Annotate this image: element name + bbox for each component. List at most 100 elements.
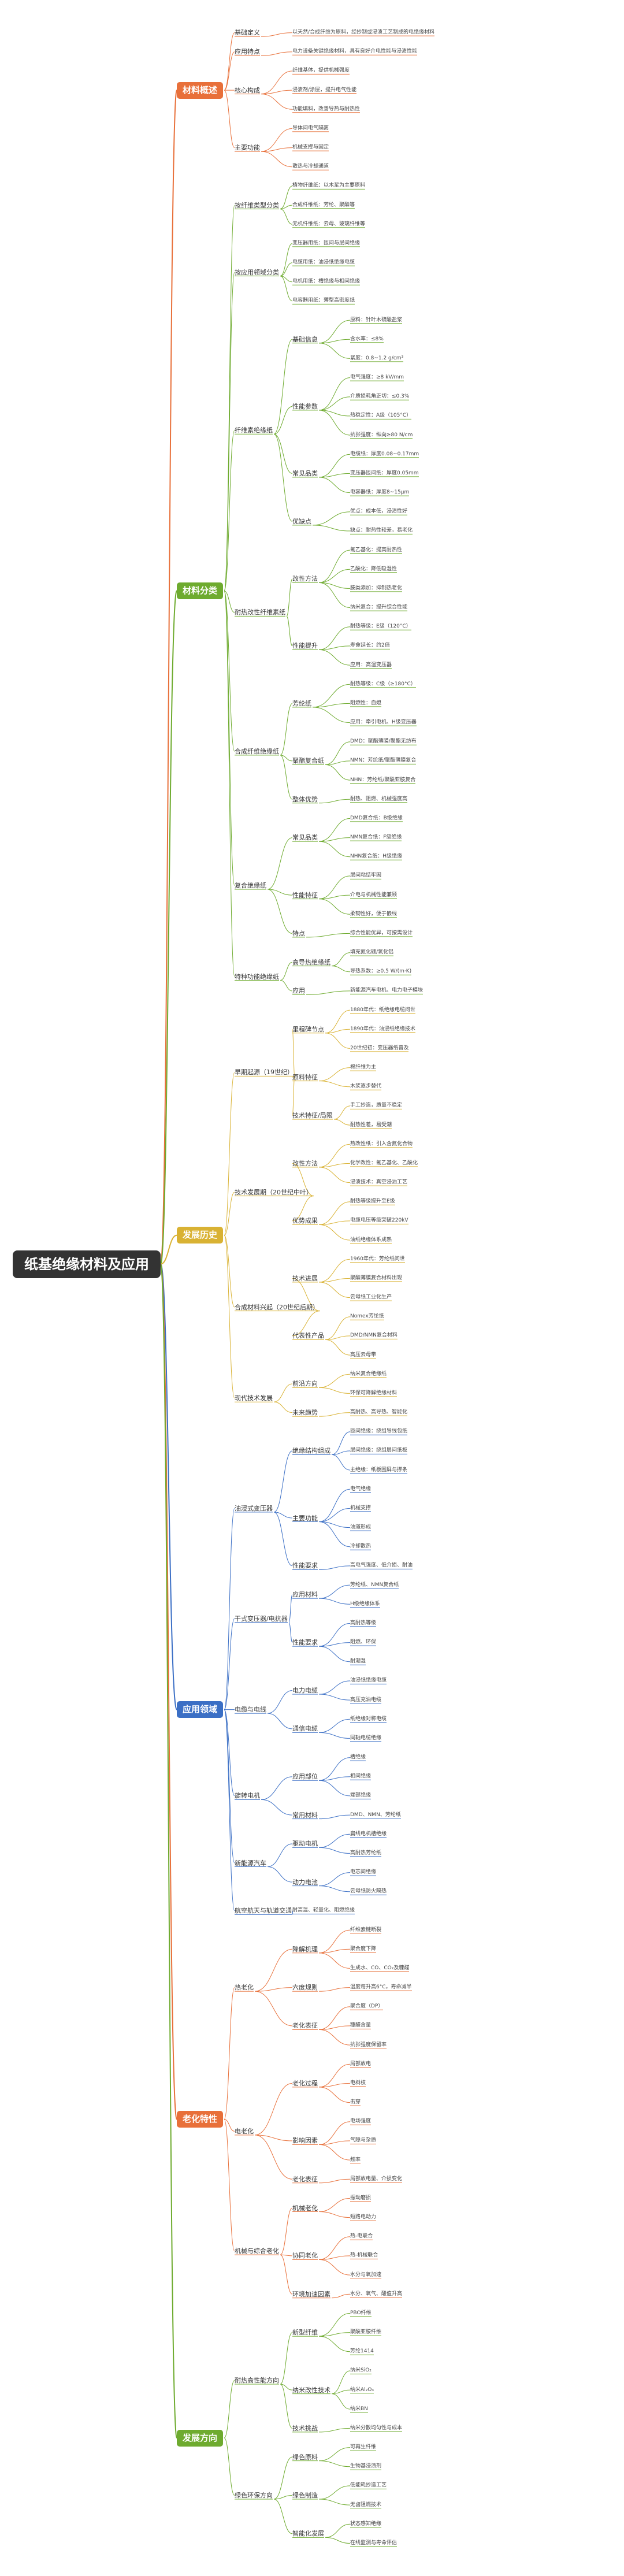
link-1-2-1 — [273, 406, 293, 435]
link-5 — [160, 1263, 177, 2438]
leaf-2-1-0-2: 浸渍技术：真空浸油工艺 — [350, 1179, 408, 1186]
leaf-3-3-0-2: 端部绝缘 — [350, 1792, 372, 1799]
leaf-2-3-1-0: 高耐热、高导热、智能化 — [350, 1409, 408, 1416]
link-1-2-1-3 — [318, 410, 351, 436]
leaf-1-4-0-1: 阻燃性：自熄 — [350, 700, 382, 706]
leaf-4-0-2-1: 糠醛含量 — [350, 2022, 372, 2029]
link-5-0 — [224, 2380, 235, 2438]
leaf-3-0-0-1: 层间绝缘：绕组层间纸板 — [350, 1447, 408, 1454]
leaf-1-2-1-1: 介质损耗角正切：≤0.3% — [350, 394, 410, 400]
subtopic-3-3-1: 常用材料 — [292, 1811, 318, 1819]
leaf-5-1-0-0: 可再生纤维 — [350, 2444, 377, 2451]
leaf-2-1-1-1: 电缆电压等级突破220kV — [350, 1218, 408, 1224]
subtopic-4-1-2: 老化表征 — [292, 2175, 318, 2183]
subtopic-2-0-2: 技术特征/局限 — [292, 1112, 333, 1119]
link-1-5-1-0 — [318, 875, 351, 900]
link-5-1-2 — [273, 2499, 293, 2534]
link-5-0-0-2 — [318, 2336, 351, 2352]
subtopic-4-0-1: 六度规则 — [292, 1984, 318, 1992]
link-3-4-1 — [267, 1866, 293, 1883]
subtopic-3-5: 航空航天与轨道交通 — [235, 1907, 292, 1915]
leaf-2-2-0-2: 云母纸工业化生产 — [350, 1294, 392, 1301]
link-4-2-0 — [280, 2207, 293, 2255]
link-3-4-0-1 — [318, 1847, 351, 1854]
link-5-1-1-1 — [318, 2499, 351, 2506]
link-4-2-2-0 — [331, 2293, 351, 2299]
link-2-3-0 — [273, 1383, 293, 1402]
link-5-0-2-0 — [318, 2427, 351, 2433]
link-4-0 — [224, 1987, 235, 2120]
link-3-3-1-0 — [318, 1814, 351, 1820]
subtopic-2-1-0: 改性方法 — [292, 1159, 318, 1167]
link-0 — [160, 90, 177, 1265]
leaf-4-0-2-2: 抗张强度保留率 — [350, 2042, 387, 2048]
link-1-0-2 — [280, 209, 293, 225]
link-3-2-1-0 — [318, 1718, 351, 1733]
leaf-0-3-2: 散热与冷却通道 — [292, 164, 329, 170]
leaf-2-2-1-1: DMD/NMN复合材料 — [350, 1332, 398, 1339]
link-5-0-1-1 — [331, 2389, 351, 2395]
link-4-1-1-1 — [318, 2140, 351, 2145]
subtopic-1-4: 合成纤维绝缘纸 — [235, 747, 279, 755]
subtopic-3-0: 油浸式变压器 — [235, 1504, 273, 1512]
leaf-4-0-0-1: 聚合度下降 — [350, 1946, 377, 1952]
link-2-0-1 — [292, 1075, 295, 1078]
link-2-0-0-2 — [325, 1033, 351, 1049]
link-1-6-1-0 — [306, 990, 351, 995]
link-0-0-0 — [261, 32, 293, 37]
subtopic-2-0: 早期起源（19世纪） — [235, 1068, 294, 1077]
subtopic-3-2: 电缆与电线 — [235, 1706, 266, 1714]
leaf-2-3-0-0: 纳米复合绝缘纸 — [350, 1371, 387, 1377]
link-4-0-2-1 — [318, 2025, 351, 2030]
leaf-5-0-1-0: 纳米SiO₂ — [350, 2367, 372, 2374]
leaf-3-3-0-1: 相间绝缘 — [350, 1773, 372, 1780]
link-1-3-0 — [286, 578, 293, 617]
subtopic-1-2-2: 常见品类 — [292, 469, 318, 477]
leaf-4-2-2-0: 水分、氧气、酸值升高 — [350, 2291, 403, 2297]
subtopic-0-2: 核心构成 — [235, 86, 260, 94]
link-1-2-3-1 — [312, 525, 351, 532]
link-4-0-2 — [254, 1991, 293, 2026]
link-4-0-1-0 — [318, 1987, 351, 1992]
leaf-1-4-1-2: NHN：芳纶纸/聚酰亚胺复合 — [350, 777, 416, 783]
link-0-3-1 — [261, 147, 293, 152]
link-4-2-1 — [280, 2254, 293, 2256]
link-3-1-1-0 — [318, 1623, 351, 1647]
link-4-2-2 — [280, 2254, 293, 2295]
link-1-5-2-0 — [306, 933, 351, 938]
link-2-1-0-0 — [318, 1144, 351, 1168]
link-0-1 — [224, 51, 235, 91]
leaf-1-2-1-2: 热稳定性：A级（105°C） — [350, 413, 412, 419]
leaf-3-2-0-0: 油浸纸绝缘电缆 — [350, 1677, 387, 1684]
leaf-1-3-0-0: 氰乙基化：提高耐热性 — [350, 547, 403, 553]
leaf-3-2-0-1: 高压充油电缆 — [350, 1697, 382, 1703]
subtopic-1-1: 按应用领域分类 — [235, 268, 279, 276]
subtopic-5-0: 耐热高性能方向 — [235, 2377, 279, 2384]
subtopic-2-2-0: 技术进展 — [292, 1274, 318, 1282]
subtopic-1-3-0: 改性方法 — [292, 575, 318, 583]
subtopic-4-1: 电老化 — [235, 2127, 254, 2135]
leaf-0-3-0: 导体间电气隔离 — [292, 125, 329, 131]
subtopic-2-3-0: 前沿方向 — [292, 1380, 318, 1388]
link-1-2-2 — [273, 433, 293, 474]
link-2-2 — [224, 1235, 235, 1308]
leaf-5-0-0-0: PBO纤维 — [350, 2310, 372, 2316]
link-2-3-1-0 — [318, 1412, 351, 1417]
leaf-3-1-1-1: 阻燃、环保 — [350, 1639, 377, 1646]
link-4-2-1-0 — [318, 2236, 351, 2260]
leaf-1-4-1-1: NMN：芳纶纸/聚酯薄膜复合 — [350, 758, 417, 764]
leaf-2-0-1-1: 木浆逐步替代 — [350, 1083, 382, 1090]
leaf-1-5-1-2: 柔韧性好，便于嵌线 — [350, 911, 398, 917]
subtopic-3-0-0: 绝缘结构组成 — [292, 1447, 330, 1455]
link-1-2-1-0 — [318, 377, 351, 411]
leaf-1-2-2-0: 电缆纸：厚度0.08~0.17mm — [350, 451, 419, 457]
leaf-3-4-1-0: 电芯间绝缘 — [350, 1869, 377, 1876]
subtopic-5-1: 绿色环保方向 — [235, 2492, 273, 2499]
link-2-3-1 — [273, 1401, 293, 1413]
leaf-1-3-0-3: 纳米复合：提升综合性能 — [350, 604, 408, 611]
link-5-0-0-0 — [318, 2313, 351, 2337]
link-3-1-0-1 — [318, 1598, 351, 1605]
link-1-2-1-2 — [318, 410, 351, 417]
